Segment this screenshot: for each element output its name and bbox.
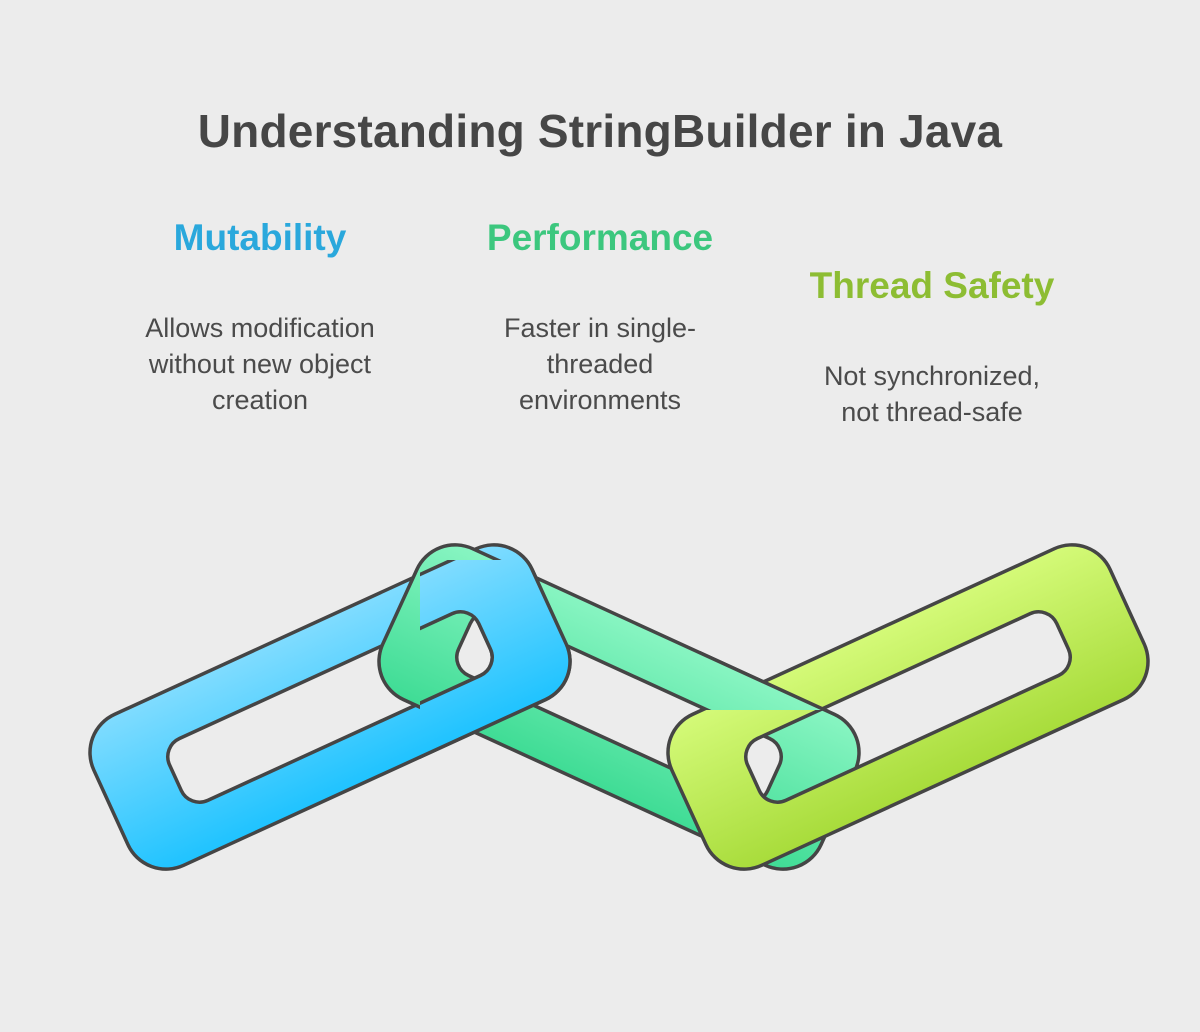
feature-performance: Performance Faster in single- threaded e… bbox=[440, 216, 760, 418]
feature-thread-safety: Thread Safety Not synchronized, not thre… bbox=[772, 264, 1092, 430]
feature-description-thread-safety: Not synchronized, not thread-safe bbox=[772, 358, 1092, 430]
performance-link-overlap bbox=[700, 600, 860, 710]
desc-line: Allows modification bbox=[145, 313, 375, 343]
feature-mutability: Mutability Allows modification without n… bbox=[100, 216, 420, 418]
desc-line: Faster in single- bbox=[503, 313, 697, 343]
desc-line: without new object bbox=[148, 349, 372, 379]
mutability-link-overlap bbox=[420, 560, 572, 760]
feature-heading-mutability: Mutability bbox=[173, 217, 347, 258]
diagram-title: Understanding StringBuilder in Java bbox=[197, 105, 1003, 157]
feature-description-performance: Faster in single- threaded environments bbox=[440, 310, 760, 418]
desc-line: creation bbox=[211, 385, 309, 415]
desc-line: Not synchronized, bbox=[823, 361, 1041, 391]
desc-line: not thread-safe bbox=[841, 397, 1023, 427]
feature-heading-thread-safety: Thread Safety bbox=[809, 265, 1055, 306]
feature-heading-performance: Performance bbox=[486, 217, 714, 258]
feature-description-mutability: Allows modification without new object c… bbox=[100, 310, 420, 418]
desc-line: environments bbox=[518, 385, 682, 415]
desc-line: threaded bbox=[546, 349, 654, 379]
